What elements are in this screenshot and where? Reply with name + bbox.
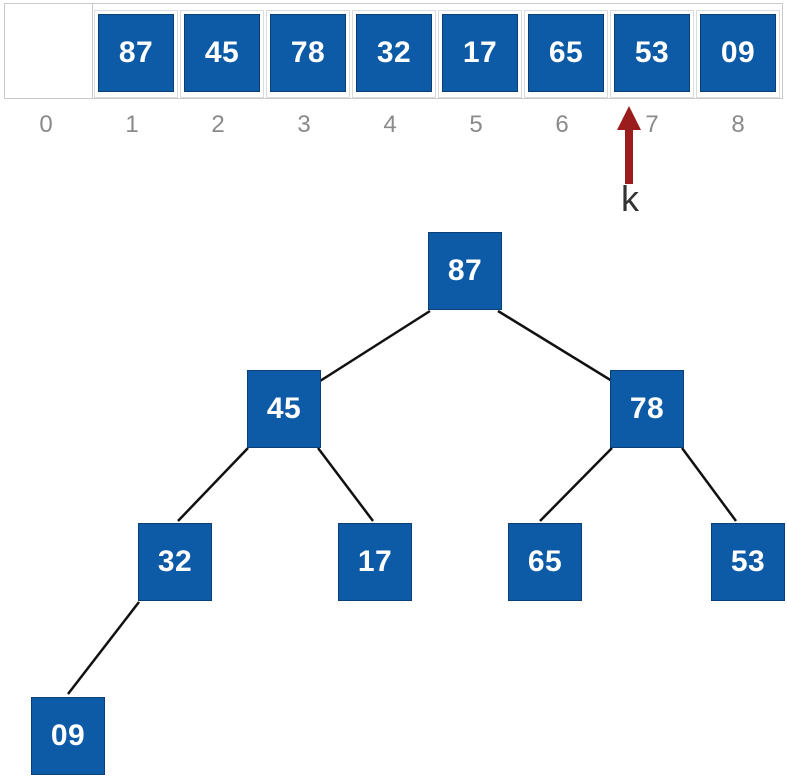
array-index-2: 2 [211, 111, 225, 138]
tree-edge-87-78 [497, 309, 613, 383]
array-value-6: 65 [528, 14, 604, 92]
array-cell-3: 78 [266, 10, 350, 98]
tree-edge-45-17 [317, 447, 374, 522]
array-value-3: 78 [270, 14, 346, 92]
pointer-label: k [621, 178, 639, 219]
array-cell-0 [5, 4, 93, 98]
tree-edge-32-09 [67, 601, 140, 695]
array-cell-1: 87 [94, 10, 178, 98]
tree-edge-45-32 [177, 447, 249, 522]
array-value-4: 32 [356, 14, 432, 92]
tree-node-32: 32 [138, 523, 212, 601]
array-strip: 87 45 78 32 17 65 53 09 [4, 3, 783, 99]
tree-node-09: 09 [31, 697, 105, 775]
array-value-2: 45 [184, 14, 260, 92]
array-index-1: 1 [125, 111, 139, 138]
array-value-8: 09 [700, 14, 776, 92]
array-index-0: 0 [39, 111, 53, 138]
array-index-4: 4 [383, 111, 397, 138]
array-index-6: 6 [555, 111, 569, 138]
array-value-7: 53 [614, 14, 690, 92]
array-cell-5: 17 [438, 10, 522, 98]
array-value-1: 87 [98, 14, 174, 92]
array-cell-2: 45 [180, 10, 264, 98]
tree-node-65: 65 [508, 523, 582, 601]
array-cell-7: 53 [610, 10, 694, 98]
array-index-7: 7 [645, 111, 659, 138]
tree-edge-87-45 [319, 309, 431, 383]
array-value-5: 17 [442, 14, 518, 92]
array-index-8: 8 [731, 111, 745, 138]
tree-node-78: 78 [610, 370, 684, 448]
tree-edge-78-65 [539, 447, 613, 522]
array-index-3: 3 [297, 111, 311, 138]
tree-node-53: 53 [711, 523, 785, 601]
array-index-5: 5 [469, 111, 483, 138]
tree-edge-78-53 [680, 447, 738, 522]
array-cell-4: 32 [352, 10, 436, 98]
pointer-arrow-icon [617, 106, 641, 184]
array-cell-6: 65 [524, 10, 608, 98]
tree-node-17: 17 [338, 523, 412, 601]
tree-node-45: 45 [247, 370, 321, 448]
array-cell-8: 09 [696, 10, 780, 98]
tree-node-87: 87 [428, 232, 502, 310]
